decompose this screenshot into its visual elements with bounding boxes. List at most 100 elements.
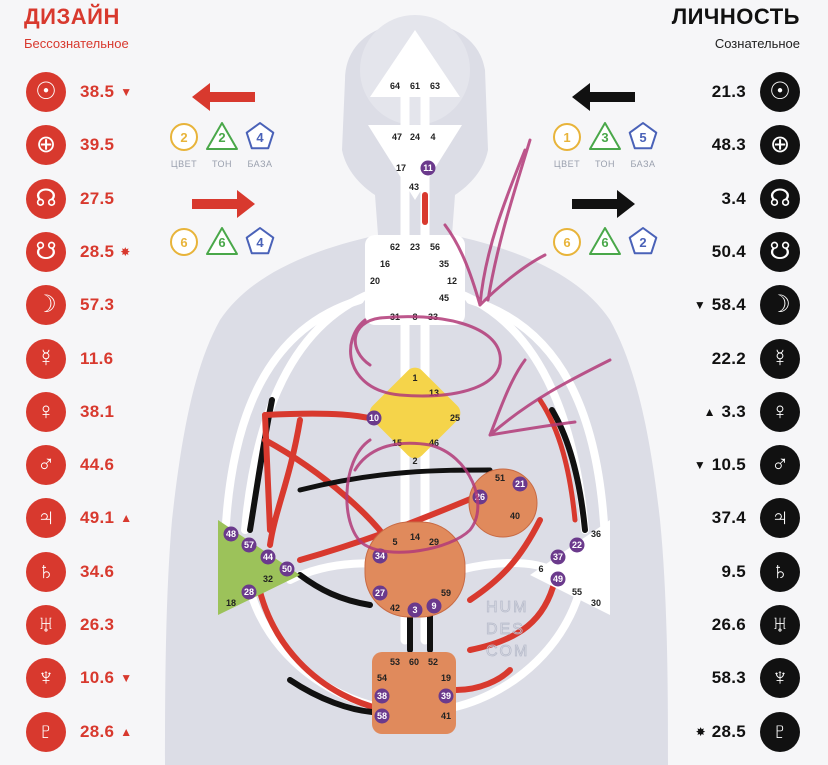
gate-dot xyxy=(426,598,442,614)
gate-number: 51 xyxy=(495,473,505,483)
head-center[interactable] xyxy=(370,30,460,97)
planet-row[interactable]: ♅26.3 xyxy=(26,605,114,645)
gate-number: 32 xyxy=(263,574,273,584)
planet-row[interactable]: ♃49.1▲ xyxy=(26,498,132,539)
gate-number: 12 xyxy=(447,276,457,286)
gate-number: 53 xyxy=(390,657,400,667)
gate-number: 6 xyxy=(538,564,543,574)
design-arrow-top xyxy=(192,83,255,111)
planet-value: 21.3 xyxy=(711,82,746,101)
mercury-icon: ☿ xyxy=(26,338,66,379)
root-center[interactable] xyxy=(372,652,456,734)
gate-number: 41 xyxy=(441,711,451,721)
gate-number: 56 xyxy=(430,242,440,252)
planet-value: 58.3 xyxy=(711,668,746,688)
planet-value: 26.6 xyxy=(711,615,746,634)
planet-row[interactable]: ♇28.5✸ xyxy=(696,711,800,752)
personality-arrow-top xyxy=(572,83,635,111)
planet-row[interactable]: ♅26.6 xyxy=(712,605,800,645)
gate-number: 28 xyxy=(244,587,254,597)
gate-dot xyxy=(372,548,388,564)
gate-number: 9 xyxy=(431,601,436,611)
saturn-icon: ♄ xyxy=(760,551,800,592)
planet-row[interactable]: ⊕ 48.3 xyxy=(711,125,800,166)
planet-row[interactable]: ♂10.5▼ xyxy=(694,445,800,486)
planet-row[interactable]: ⊕39.5 xyxy=(26,125,114,166)
planet-row[interactable]: ♃37.4 xyxy=(712,498,800,539)
planet-value: 48.3 xyxy=(711,135,746,155)
variable-value: 2 xyxy=(218,130,225,145)
planet-row[interactable]: ♆58.3 xyxy=(711,658,800,699)
variable-value: 6 xyxy=(218,235,225,250)
planet-row[interactable]: ☽57.3 xyxy=(26,285,114,326)
gate-dot xyxy=(374,708,390,724)
throat-center[interactable] xyxy=(365,235,465,325)
heart-center[interactable] xyxy=(468,468,538,538)
gate-dot xyxy=(438,688,454,704)
planet-row[interactable]: ☊3.4 xyxy=(721,178,800,219)
earth-icon: ⊕ xyxy=(760,125,800,166)
gate-number: 50 xyxy=(282,564,292,574)
planet-row[interactable]: ☋28.5✸ xyxy=(26,231,130,272)
sacral-center[interactable] xyxy=(364,521,466,618)
tone-badge xyxy=(589,227,621,255)
personality-title: ЛИЧНОСТЬ xyxy=(671,4,800,29)
watermark: HUM DES COM xyxy=(486,599,528,661)
planet-row[interactable]: ♆10.6▼ xyxy=(26,658,132,699)
variable-value: 6 xyxy=(601,235,608,250)
gate-dot xyxy=(550,549,566,565)
gate-number: 26 xyxy=(475,492,485,502)
planet-value: 34.6 xyxy=(80,561,115,581)
design-arrow-bottom xyxy=(192,190,255,218)
design-subtitle: Бессознательное xyxy=(24,36,129,51)
spleen-center[interactable] xyxy=(218,520,300,615)
planet-row[interactable]: ♀3.3▲ xyxy=(704,391,800,432)
planet-value: 3.4 xyxy=(721,188,746,208)
planet-row[interactable]: ☿22.2 xyxy=(712,338,800,379)
planet-row[interactable]: ☽58.4▼ xyxy=(694,285,800,326)
gate-dot xyxy=(372,585,388,601)
gate-number: 54 xyxy=(377,673,387,683)
variable-value: 2 xyxy=(180,130,187,145)
gate-number: 42 xyxy=(390,603,400,613)
uranus-icon: ♅ xyxy=(26,605,66,645)
planet-row[interactable]: ☊27.5 xyxy=(26,178,114,219)
planet-mark: ▼ xyxy=(120,85,133,99)
gate-number: 64 xyxy=(390,81,400,91)
planet-value: 58.4 xyxy=(711,295,746,315)
planet-value: 10.5 xyxy=(711,455,746,475)
gate-number: 22 xyxy=(572,540,582,550)
color-badge xyxy=(553,123,581,151)
planet-row[interactable]: ♀38.1 xyxy=(26,391,114,432)
gate-number: 34 xyxy=(375,551,385,561)
planet-row[interactable]: ☉38.5▼ xyxy=(26,72,132,112)
gate-number: 13 xyxy=(429,388,439,398)
g-center[interactable] xyxy=(366,364,465,463)
planet-row[interactable]: ♄9.5 xyxy=(721,551,800,592)
channels xyxy=(221,85,609,715)
planet-value: 28.5 xyxy=(711,721,746,741)
planet-row[interactable]: ♄ 34.6 xyxy=(26,551,115,592)
planet-row[interactable]: ☿11.6 xyxy=(26,338,113,379)
gate-number: 35 xyxy=(439,259,449,269)
gate-number: 55 xyxy=(572,587,582,597)
south-node-icon: ☋ xyxy=(26,231,66,272)
gate-dot xyxy=(472,489,488,505)
variable-value: 5 xyxy=(639,130,646,145)
scribble-annotations xyxy=(345,138,612,554)
gate-number: 19 xyxy=(441,673,451,683)
tone-badge xyxy=(589,122,621,150)
gate-number: 25 xyxy=(450,413,460,423)
gate-number: 18 xyxy=(226,598,236,608)
gate-dot xyxy=(241,584,257,600)
saturn-icon: ♄ xyxy=(26,551,66,592)
planet-row[interactable]: ☋50.4 xyxy=(712,231,800,272)
planet-row[interactable]: ♇28.6▲ xyxy=(26,711,132,752)
planet-row[interactable]: ☉21.3 xyxy=(712,72,800,112)
solar-plexus-center[interactable] xyxy=(530,520,610,615)
ajna-center[interactable] xyxy=(368,125,462,200)
planet-row[interactable]: ♂44.6 xyxy=(26,445,114,486)
